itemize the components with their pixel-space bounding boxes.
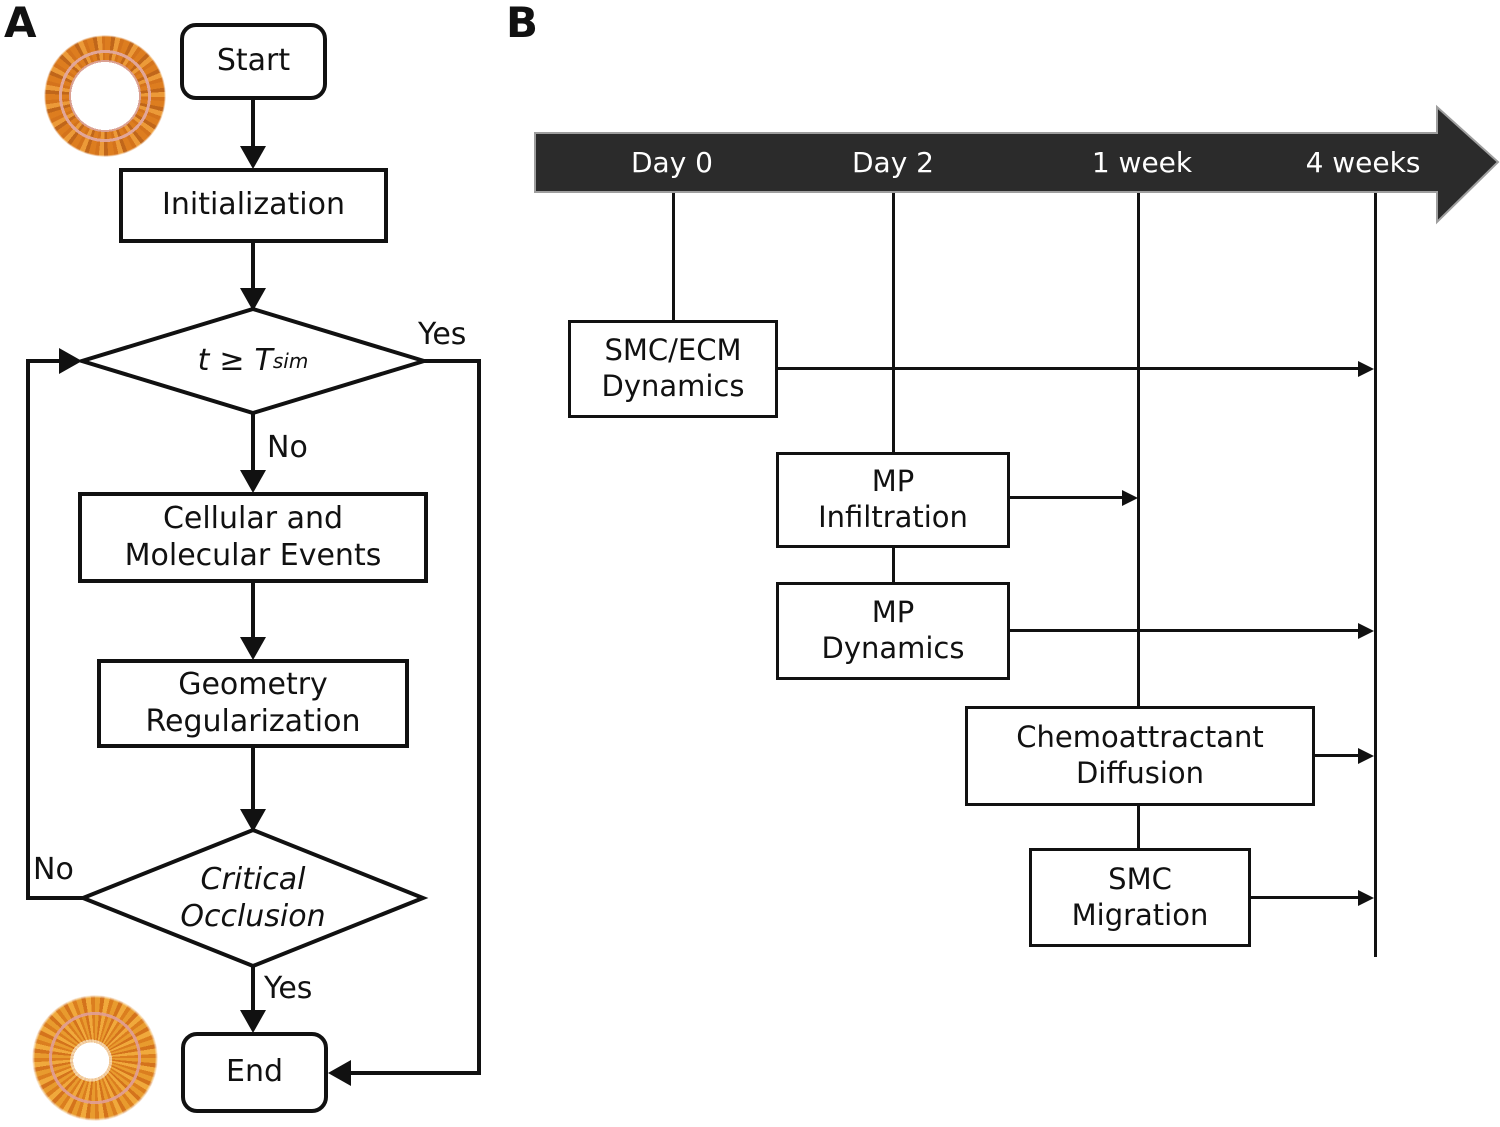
smcmig-duration-line — [1251, 896, 1358, 899]
mp-dynamics-box: MP Dynamics — [776, 582, 1010, 680]
mpdyn-line2: Dynamics — [821, 631, 965, 665]
geometry-line1: Geometry — [178, 666, 328, 702]
mpinf-duration-line — [1010, 496, 1122, 499]
decision-diamond-critical-occlusion — [77, 827, 429, 969]
day2-connector-line — [892, 548, 895, 582]
vessel-cross-section-open-icon — [43, 34, 167, 158]
edge-decision1-cellular-arrowhead — [240, 470, 266, 493]
weeks4-drop-line — [1374, 192, 1377, 957]
end-label: End — [225, 1054, 283, 1090]
edge-cellular-geometry-line — [251, 583, 255, 639]
start-label: Start — [216, 43, 291, 79]
decision1-no-label: No — [267, 430, 308, 465]
yes-branch-bottom-line — [351, 1071, 481, 1075]
timeline-label-4weeks: 4 weeks — [1305, 146, 1421, 179]
cellular-molecular-events-node: Cellular and Molecular Events — [78, 492, 428, 583]
yes-branch-end-arrowhead — [328, 1060, 351, 1086]
tsim-subscript: sim — [272, 348, 309, 373]
edge-decision2-end-arrowhead — [240, 1010, 266, 1033]
edge-geometry-decision2-arrowhead — [240, 809, 266, 832]
mpdyn-duration-line — [1010, 629, 1358, 632]
mpdyn-duration-arrowhead — [1358, 623, 1374, 639]
critical-line2: Occlusion — [180, 899, 326, 934]
chemoattractant-diffusion-box: Chemoattractant Diffusion — [965, 706, 1315, 806]
critical-occlusion-text: Critical Occlusion — [83, 830, 423, 966]
mpinf-duration-arrowhead — [1122, 490, 1138, 506]
edge-init-decision1-line — [251, 243, 255, 290]
edge-start-init-line — [251, 100, 255, 148]
chemo-duration-arrowhead — [1358, 748, 1374, 764]
mp-infiltration-box: MP Infiltration — [776, 452, 1010, 548]
chemo-line1: Chemoattractant — [1016, 720, 1264, 755]
week1-connector-line — [1137, 806, 1140, 848]
end-node: End — [181, 1032, 328, 1113]
day0-drop-line — [672, 192, 675, 320]
edge-decision2-end-line — [251, 966, 255, 1012]
edge-start-init-arrowhead — [240, 146, 266, 169]
smcmig-line1: SMC — [1108, 861, 1172, 896]
decision-diamond-tsim — [75, 306, 431, 416]
smcmig-line2: Migration — [1071, 897, 1209, 932]
panel-a-label: A — [4, 0, 37, 47]
edge-init-decision1-arrowhead — [240, 288, 266, 311]
mpinf-line2: Infiltration — [818, 500, 968, 534]
edge-geometry-decision2-line — [251, 748, 255, 811]
decision2-yes-label: Yes — [264, 971, 313, 1006]
chemo-line2: Diffusion — [1075, 756, 1205, 790]
start-node: Start — [180, 23, 327, 100]
smcecm-duration-arrowhead — [1358, 361, 1374, 377]
no-loop-bottom-line — [26, 896, 86, 900]
smc-migration-box: SMC Migration — [1029, 848, 1251, 947]
decision1-yes-label: Yes — [418, 317, 467, 352]
mpdyn-line1: MP — [871, 595, 915, 630]
tsim-var: t — [197, 343, 210, 379]
smcecm-duration-line — [778, 367, 1358, 370]
timeline-label-day0: Day 0 — [630, 146, 713, 179]
smcecm-line1: SMC/ECM — [604, 333, 742, 368]
smcmig-duration-arrowhead — [1358, 890, 1374, 906]
geometry-line2: Regularization — [145, 703, 361, 739]
decision2-no-label: No — [33, 852, 74, 887]
smcecm-line2: Dynamics — [601, 369, 745, 403]
yes-branch-right-line — [477, 359, 481, 1075]
tsim-T: T — [254, 343, 273, 379]
panel-b-label: B — [506, 0, 539, 47]
yes-branch-top-line — [421, 359, 481, 363]
initialization-label: Initialization — [162, 187, 345, 223]
week1-drop-line — [1137, 192, 1140, 706]
edge-cellular-geometry-arrowhead — [240, 637, 266, 660]
no-loop-left-line — [26, 359, 30, 900]
chemo-duration-line — [1315, 754, 1358, 757]
mpinf-line1: MP — [871, 464, 915, 499]
geometry-regularization-node: Geometry Regularization — [97, 659, 409, 748]
timeline-label-1week: 1 week — [1091, 146, 1193, 179]
timeline-arrow-bar — [534, 104, 1500, 225]
initialization-node: Initialization — [119, 168, 388, 243]
vessel-cross-section-occluded-icon — [31, 994, 159, 1122]
no-loop-top-line — [30, 359, 60, 363]
edge-decision1-cellular-line — [251, 412, 255, 472]
critical-line1: Critical — [200, 861, 306, 897]
cellular-line2: Molecular Events — [124, 537, 382, 573]
cellular-line1: Cellular and — [162, 500, 344, 536]
tsim-operator: ≥ — [219, 343, 245, 379]
timeline-label-day2: Day 2 — [851, 146, 934, 179]
day2-drop-line — [892, 192, 895, 452]
no-loop-arrowhead — [59, 348, 82, 374]
smc-ecm-dynamics-box: SMC/ECM Dynamics — [568, 320, 778, 418]
